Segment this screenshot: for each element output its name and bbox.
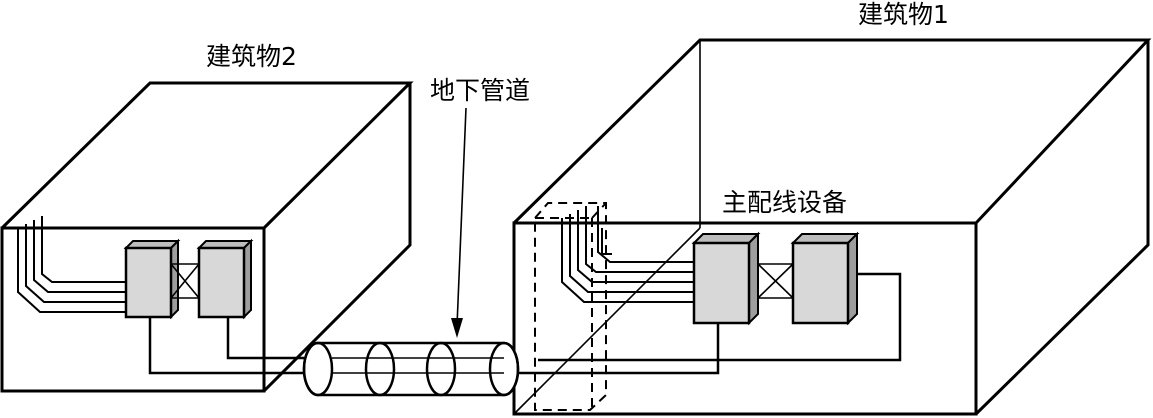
underground-pipe-label: 地下管道 bbox=[430, 76, 531, 105]
building-1-riser-shaft bbox=[534, 202, 607, 411]
pipe-leader-arrow bbox=[451, 107, 467, 338]
building-1-horizontal-link bbox=[601, 228, 612, 255]
building-2 bbox=[0, 81, 414, 393]
building-1 bbox=[512, 38, 1152, 416]
main-distribution-equipment-label: 主配线设备 bbox=[722, 188, 848, 217]
building-2-cabinet-right bbox=[196, 238, 254, 320]
building-2-label: 建筑物2 bbox=[206, 42, 297, 71]
building-2-cross-connect bbox=[170, 263, 200, 299]
building-2-side-face bbox=[262, 83, 412, 393]
building-1-riser-wires bbox=[561, 206, 694, 303]
underground-pipe bbox=[302, 341, 520, 397]
building-1-front-face bbox=[512, 221, 978, 416]
building-2-riser-wires bbox=[17, 216, 126, 313]
main-distribution-cabinet-left bbox=[691, 231, 761, 326]
building-2-cabinet-left bbox=[123, 238, 181, 320]
building-1-side-face bbox=[974, 40, 1150, 416]
backbone-cable-lower bbox=[226, 317, 318, 360]
building-1-cross-connect bbox=[757, 263, 794, 299]
main-distribution-cabinet-right bbox=[790, 231, 860, 326]
building-2-top-face bbox=[0, 81, 414, 230]
backbone-cable-to-equipment bbox=[520, 323, 720, 375]
building-1-label: 建筑物1 bbox=[858, 0, 949, 29]
building-1-top-face bbox=[512, 38, 1152, 225]
building-2-front-face bbox=[0, 226, 266, 393]
